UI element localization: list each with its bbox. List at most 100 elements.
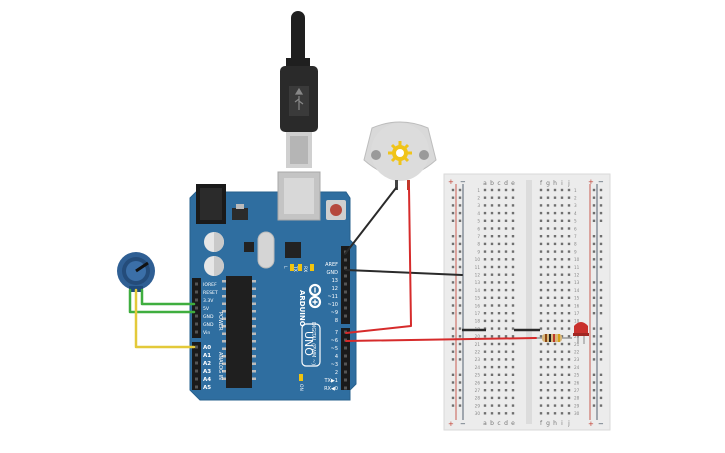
wire-black-motor[interactable]: [344, 187, 397, 255]
breadboard-rail-hole[interactable]: [458, 265, 462, 269]
breadboard-rail-hole[interactable]: [458, 381, 462, 384]
breadboard-hole[interactable]: [490, 342, 494, 346]
usb-cable[interactable]: [280, 11, 318, 168]
breadboard-hole[interactable]: [497, 365, 501, 369]
breadboard-hole[interactable]: [490, 365, 494, 369]
breadboard-hole[interactable]: [560, 335, 564, 338]
breadboard-hole[interactable]: [490, 373, 494, 376]
breadboard-hole[interactable]: [483, 327, 487, 330]
breadboard-hole[interactable]: [546, 204, 550, 207]
breadboard-hole[interactable]: [497, 358, 501, 361]
breadboard-hole[interactable]: [567, 250, 571, 253]
wire-red-led[interactable]: [345, 337, 537, 342]
header-pin[interactable]: [344, 306, 347, 310]
breadboard-rail-hole[interactable]: [451, 250, 455, 253]
breadboard-hole[interactable]: [539, 196, 543, 199]
header-digital-low[interactable]: [341, 328, 350, 390]
breadboard-hole[interactable]: [553, 319, 557, 323]
breadboard-rail-hole[interactable]: [451, 235, 455, 238]
breadboard-hole[interactable]: [567, 412, 571, 415]
breadboard-hole[interactable]: [511, 358, 515, 361]
breadboard-hole[interactable]: [483, 381, 487, 384]
breadboard-hole[interactable]: [490, 412, 494, 415]
breadboard-hole[interactable]: [504, 235, 508, 238]
breadboard-hole[interactable]: [546, 250, 550, 253]
breadboard-hole[interactable]: [546, 265, 550, 269]
breadboard-hole[interactable]: [504, 273, 508, 276]
breadboard-hole[interactable]: [504, 227, 508, 230]
breadboard-hole[interactable]: [539, 319, 543, 323]
breadboard-hole[interactable]: [560, 365, 564, 369]
header-pin[interactable]: [344, 362, 347, 366]
breadboard-hole[interactable]: [490, 319, 494, 323]
breadboard-hole[interactable]: [560, 296, 564, 299]
breadboard-hole[interactable]: [483, 196, 487, 199]
breadboard-hole[interactable]: [504, 412, 508, 415]
breadboard-rail-hole[interactable]: [592, 327, 596, 330]
breadboard-hole[interactable]: [497, 196, 501, 199]
breadboard-hole[interactable]: [490, 204, 494, 207]
breadboard-rail-hole[interactable]: [592, 396, 596, 400]
breadboard-hole[interactable]: [504, 204, 508, 207]
breadboard-rail-hole[interactable]: [599, 404, 603, 407]
breadboard-hole[interactable]: [483, 288, 487, 292]
breadboard-hole[interactable]: [567, 235, 571, 238]
breadboard-rail-hole[interactable]: [458, 373, 462, 376]
breadboard-hole[interactable]: [567, 342, 571, 346]
breadboard-rail-hole[interactable]: [599, 312, 603, 315]
breadboard-rail-hole[interactable]: [458, 235, 462, 238]
breadboard-rail-hole[interactable]: [592, 211, 596, 215]
breadboard-hole[interactable]: [546, 319, 550, 323]
header-analog[interactable]: [192, 342, 201, 390]
breadboard-rail-hole[interactable]: [458, 242, 462, 246]
header-pin[interactable]: [195, 298, 198, 302]
breadboard-rail-hole[interactable]: [451, 288, 455, 292]
breadboard-rail-hole[interactable]: [592, 312, 596, 315]
wire-red-motor[interactable]: [345, 187, 412, 334]
breadboard-hole[interactable]: [567, 381, 571, 384]
breadboard-hole[interactable]: [553, 412, 557, 415]
breadboard-rail-hole[interactable]: [599, 258, 603, 261]
breadboard-rail-hole[interactable]: [451, 281, 455, 284]
breadboard-hole[interactable]: [483, 188, 487, 192]
dc-motor[interactable]: [363, 121, 437, 190]
breadboard-hole[interactable]: [497, 211, 501, 215]
breadboard-hole[interactable]: [497, 381, 501, 384]
breadboard-hole[interactable]: [511, 365, 515, 369]
header-pin[interactable]: [344, 386, 347, 390]
breadboard-rail-hole[interactable]: [458, 188, 462, 192]
breadboard-hole[interactable]: [490, 196, 494, 199]
breadboard-hole[interactable]: [490, 235, 494, 238]
breadboard-hole[interactable]: [497, 404, 501, 407]
breadboard-hole[interactable]: [511, 204, 515, 207]
breadboard-rail-hole[interactable]: [458, 312, 462, 315]
breadboard-hole[interactable]: [553, 219, 557, 222]
breadboard-hole[interactable]: [539, 219, 543, 222]
breadboard-hole[interactable]: [497, 412, 501, 415]
breadboard-hole[interactable]: [567, 304, 571, 307]
breadboard-hole[interactable]: [539, 242, 543, 246]
breadboard-hole[interactable]: [483, 335, 487, 338]
breadboard-hole[interactable]: [483, 219, 487, 222]
breadboard-hole[interactable]: [553, 273, 557, 276]
breadboard-hole[interactable]: [560, 281, 564, 284]
breadboard-rail-hole[interactable]: [451, 204, 455, 207]
breadboard-hole[interactable]: [553, 242, 557, 246]
breadboard-hole[interactable]: [539, 258, 543, 261]
header-pin[interactable]: [344, 370, 347, 374]
breadboard-hole[interactable]: [483, 273, 487, 276]
arduino-uno-board[interactable]: IOREF RESET 3.3V 5V GND GND Vin A0 A1 A2…: [189, 171, 357, 401]
led[interactable]: [573, 322, 589, 344]
breadboard-hole[interactable]: [567, 404, 571, 407]
breadboard-hole[interactable]: [539, 296, 543, 299]
breadboard-hole[interactable]: [539, 273, 543, 276]
breadboard-hole[interactable]: [483, 319, 487, 323]
breadboard-hole[interactable]: [511, 273, 515, 276]
breadboard-rail-hole[interactable]: [599, 211, 603, 215]
breadboard-hole[interactable]: [497, 235, 501, 238]
breadboard-rail-hole[interactable]: [458, 404, 462, 407]
breadboard-hole[interactable]: [511, 412, 515, 415]
breadboard-rail-hole[interactable]: [592, 235, 596, 238]
breadboard-hole[interactable]: [546, 242, 550, 246]
